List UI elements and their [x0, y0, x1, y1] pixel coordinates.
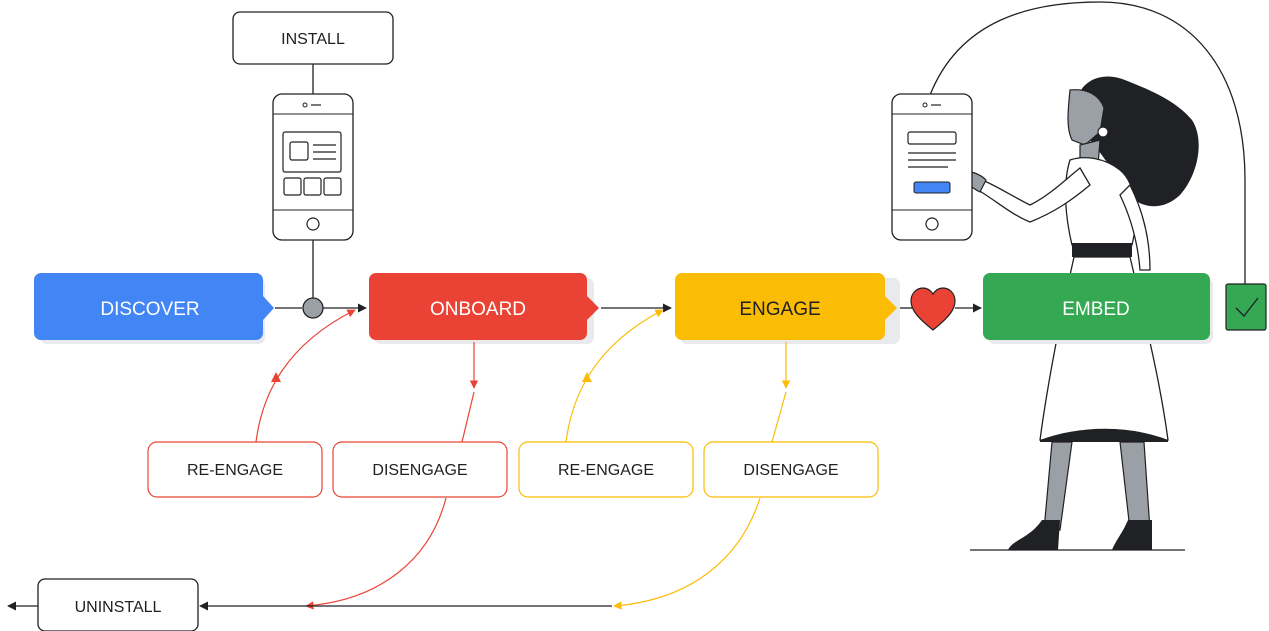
stage-embed: EMBED: [983, 273, 1213, 344]
embed-label: EMBED: [1062, 299, 1130, 320]
install-label: INSTALL: [281, 31, 345, 48]
reengage-engage-node: RE-ENGAGE: [518, 441, 694, 498]
reengage-onboard-node: RE-ENGAGE: [147, 441, 323, 498]
stage-onboard: ONBOARD: [369, 273, 599, 344]
stage-engage: ENGAGE: [675, 273, 900, 344]
install-node: INSTALL: [232, 11, 394, 65]
reengage-engage-label: RE-ENGAGE: [558, 462, 654, 479]
disengage-onboard-node: DISENGAGE: [332, 441, 508, 498]
uninstall-label: UNINSTALL: [75, 599, 162, 616]
disengage-onboard-label: DISENGAGE: [372, 462, 467, 479]
onboard-label: ONBOARD: [430, 299, 526, 320]
reengage-onboard-label: RE-ENGAGE: [187, 462, 283, 479]
discover-label: DISCOVER: [100, 299, 199, 320]
connection-arc: [929, 1, 1246, 284]
discover-box: [34, 273, 274, 340]
checkmark-icon: [1225, 283, 1267, 331]
install-junction-dot: [302, 297, 324, 319]
engage-label: ENGAGE: [739, 299, 820, 320]
embed-box: [983, 273, 1210, 340]
phone-app-icon: [272, 93, 354, 241]
disengage-engage-label: DISENGAGE: [743, 462, 838, 479]
uninstall-node: UNINSTALL: [37, 578, 199, 631]
onboard-box: [369, 273, 599, 340]
disengage-engage-node: DISENGAGE: [703, 441, 879, 498]
uninstall-box: [37, 578, 199, 631]
phone-form-icon: [891, 93, 973, 241]
stage-discover: DISCOVER: [34, 273, 274, 344]
engage-box: [675, 273, 897, 340]
heart-icon: [910, 287, 956, 331]
